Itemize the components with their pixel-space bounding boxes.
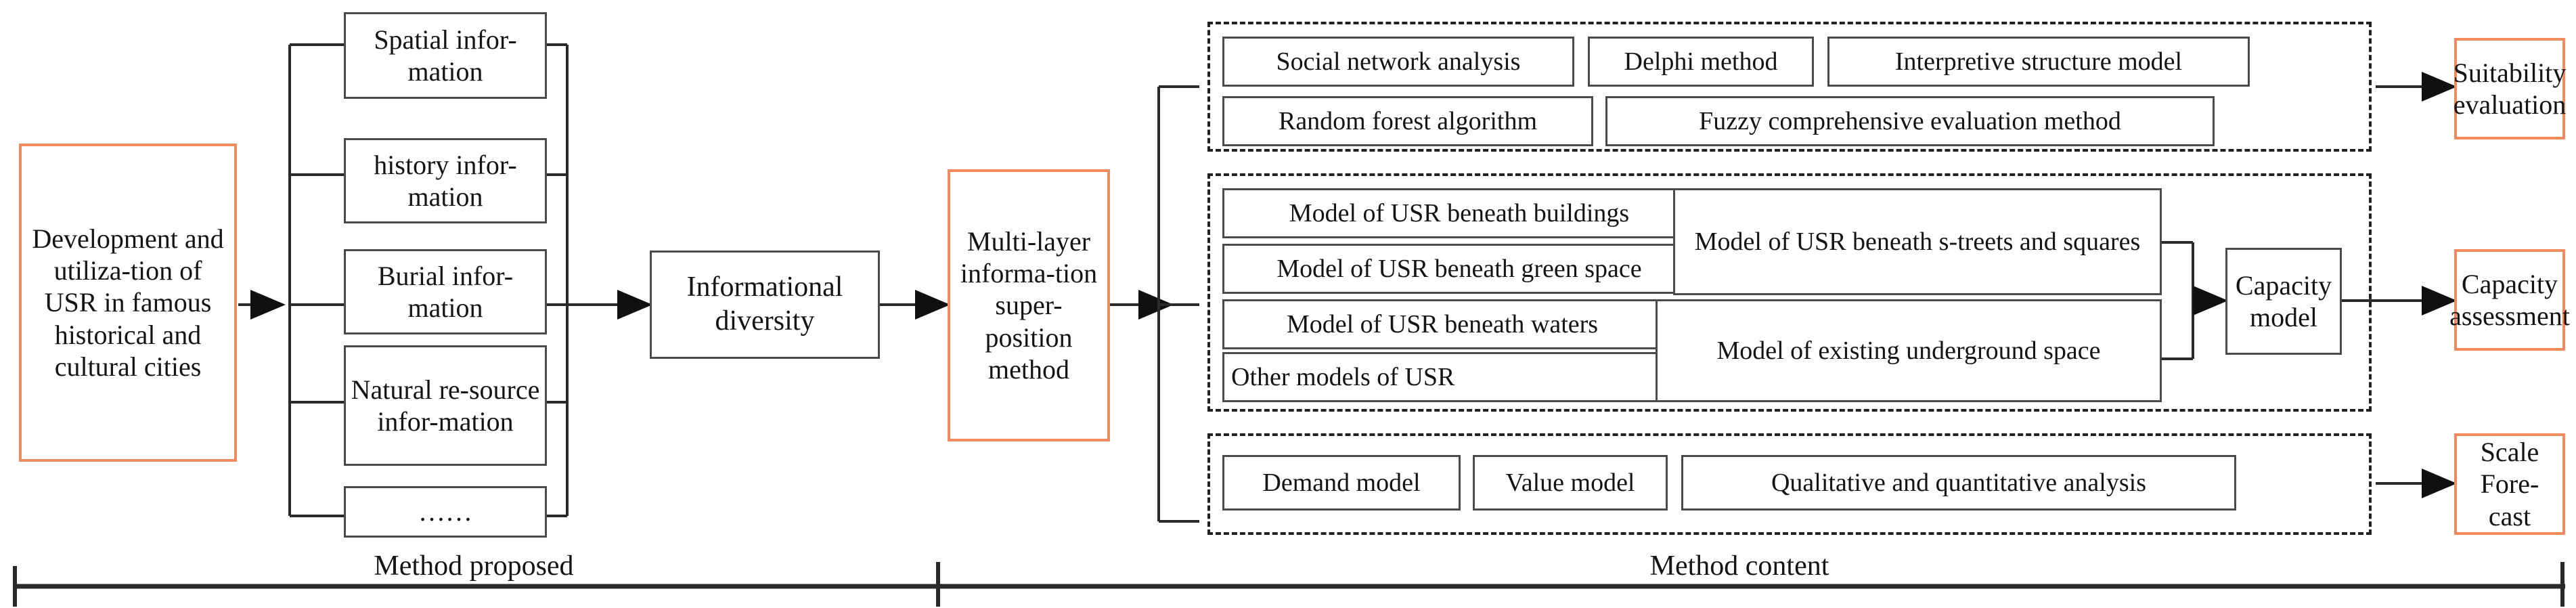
info-source-ellipsis[interactable]: …… — [344, 486, 547, 538]
forecast-value-model[interactable]: Value model — [1473, 455, 1668, 511]
info-source-spatial[interactable]: Spatial infor-mation — [344, 12, 547, 99]
capacity-model-beneath-green-space[interactable]: Model of USR beneath green space — [1222, 244, 1696, 294]
outcome-capacity-assessment[interactable]: Capacity assessment — [2449, 249, 2570, 351]
method-interpretive-structure-model[interactable]: Interpretive structure model — [1827, 37, 2250, 87]
axis-label-method-proposed: Method proposed — [374, 550, 574, 582]
group-capacity-models — [1207, 173, 2372, 412]
group-scale-forecast-methods — [1207, 433, 2372, 535]
info-source-natural-resource[interactable]: Natural re-source infor-mation — [344, 345, 547, 466]
start-node-development-utilization[interactable]: Development and utiliza-tion of USR in f… — [19, 144, 237, 462]
capacity-model-other-usr[interactable]: Other models of USR — [1222, 352, 1662, 402]
method-social-network-analysis[interactable]: Social network analysis — [1222, 37, 1574, 87]
forecast-demand-model[interactable]: Demand model — [1222, 455, 1461, 511]
capacity-model-beneath-streets-squares[interactable]: Model of USR beneath s-treets and square… — [1673, 188, 2162, 295]
node-multilayer-superposition-method[interactable]: Multi-layer informa-tion super-position … — [948, 169, 1110, 441]
capacity-model-beneath-waters[interactable]: Model of USR beneath waters — [1222, 299, 1662, 349]
capacity-model-existing-underground-space[interactable]: Model of existing underground space — [1656, 299, 2162, 402]
node-informational-diversity[interactable]: Informational diversity — [650, 251, 880, 359]
outcome-scale-forecast[interactable]: Scale Fore-cast — [2454, 433, 2565, 535]
method-random-forest-algorithm[interactable]: Random forest algorithm — [1222, 96, 1593, 146]
forecast-qualitative-quantitative-analysis[interactable]: Qualitative and quantitative analysis — [1681, 455, 2236, 511]
group-suitability-methods — [1207, 22, 2372, 152]
info-source-burial[interactable]: Burial infor-mation — [344, 249, 547, 334]
outcome-suitability-evaluation[interactable]: Suitability evaluation — [2453, 38, 2566, 139]
info-source-history[interactable]: history infor-mation — [344, 138, 547, 223]
capacity-model-beneath-buildings[interactable]: Model of USR beneath buildings — [1222, 188, 1696, 238]
method-delphi[interactable]: Delphi method — [1588, 37, 1814, 87]
method-fuzzy-comprehensive-evaluation[interactable]: Fuzzy comprehensive evaluation method — [1605, 96, 2215, 146]
capacity-model-aggregate[interactable]: Capacity model — [2225, 248, 2342, 355]
axis-label-method-content: Method content — [1649, 550, 1829, 582]
